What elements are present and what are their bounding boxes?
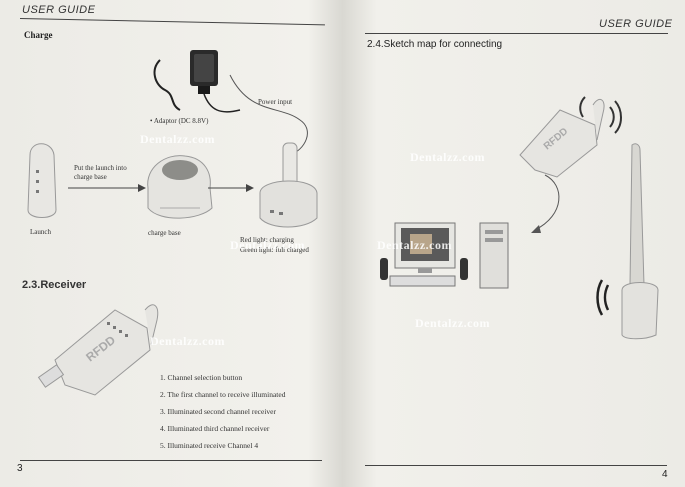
watermark: Dentalzz.com <box>410 150 485 164</box>
header-rule <box>19 18 325 26</box>
receiver-image: RFDD <box>519 96 622 178</box>
charge-base-image <box>147 155 213 219</box>
green-light-label: Green light: full charged <box>240 246 309 254</box>
footer-rule <box>20 460 322 461</box>
header-rule <box>365 33 668 34</box>
left-page: USER GUIDE Charge • Adaptor (DC 8.8V) Po… <box>0 0 340 487</box>
computer-image <box>380 222 509 289</box>
page-header: USER GUIDE <box>22 4 96 16</box>
power-cable <box>229 74 308 156</box>
page-number: 3 <box>17 463 23 474</box>
red-light-label: Red light: charging <box>240 236 294 244</box>
watermark: Dentalzz.com <box>230 238 305 252</box>
receiver-item: 5. Illuminated receive Channel 4 <box>160 441 259 450</box>
watermark: Dentalzz.com <box>140 132 215 146</box>
right-page: USER GUIDE 2.4.Sketch map for connecting… <box>345 0 685 487</box>
adaptor-image <box>153 50 241 113</box>
power-input-label: Power input <box>258 98 293 106</box>
receiver-items: 1. Channel selection button 2. The first… <box>160 369 285 454</box>
receiver-item: 3. Illuminated second channel receiver <box>160 407 276 416</box>
adaptor-label: • Adaptor (DC 8.8V) <box>150 117 209 125</box>
arrow-1 <box>68 184 146 192</box>
page-header: USER GUIDE <box>599 18 673 30</box>
receiver-item: 2. The first channel to receive illumina… <box>160 390 286 399</box>
receiver-image: RFDD <box>37 304 159 396</box>
receiver-item: 1. Channel selection button <box>160 373 243 382</box>
put-launch-label-1: Put the launch into <box>74 164 127 172</box>
launch-device <box>27 143 57 218</box>
sketch-heading: 2.4.Sketch map for connecting <box>367 39 503 50</box>
put-launch-label-2: charge base <box>74 173 107 181</box>
charge-base-label: charge base <box>148 229 181 237</box>
receiver-item: 4. Illuminated third channel receiver <box>160 424 270 433</box>
charge-heading: Charge <box>24 30 53 40</box>
page-number: 4 <box>662 469 668 480</box>
receiver-heading: 2.3.Receiver <box>22 279 87 291</box>
watermark: Dentalzz.com <box>415 316 490 330</box>
arrow-2 <box>208 184 254 192</box>
launch-label: Launch <box>30 228 51 236</box>
handpiece-image <box>596 143 659 340</box>
charging-device-image <box>259 142 318 228</box>
connection-arrow <box>531 174 560 233</box>
footer-rule <box>365 465 667 466</box>
watermark: Dentalzz.com <box>150 334 225 348</box>
watermark: Dentalzz.com <box>377 238 452 252</box>
